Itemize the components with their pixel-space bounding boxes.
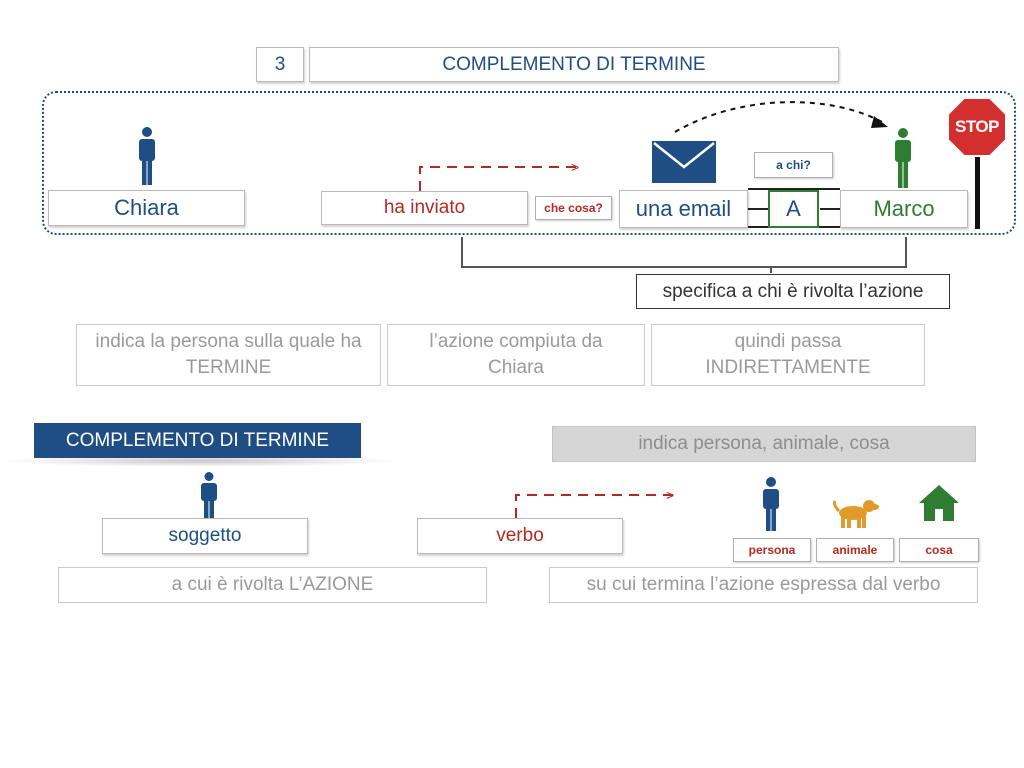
category-cosa: cosa bbox=[899, 538, 979, 562]
curved-dashed-arrow bbox=[674, 101, 888, 133]
stop-sign-label: STOP bbox=[955, 117, 999, 136]
slide-number: 3 bbox=[256, 47, 304, 82]
scope-bracket bbox=[461, 237, 907, 273]
question-a-chi: a chi? bbox=[754, 152, 833, 178]
subject-box: soggetto bbox=[102, 518, 308, 554]
verb-description: su cui termina l’azione espressa dal ver… bbox=[549, 567, 978, 603]
object-una-email: una email bbox=[619, 190, 748, 228]
question-che-cosa: che cosa? bbox=[535, 196, 612, 220]
subject-description: a cui è rivolta L’AZIONE bbox=[58, 567, 487, 603]
summary-shadow bbox=[0, 455, 400, 467]
explanation-box: specifica a chi è rivolta l’azione bbox=[636, 274, 950, 309]
slide-title: COMPLEMENTO DI TERMINE bbox=[309, 47, 839, 82]
person-icon bbox=[201, 472, 217, 520]
svg-text:>: > bbox=[571, 159, 579, 175]
verb-ha-inviato: ha inviato bbox=[321, 191, 528, 225]
subject-chiara: Chiara bbox=[48, 190, 245, 226]
note-box-1: indica la persona sulla quale ha TERMINE bbox=[76, 324, 381, 386]
house-icon bbox=[919, 485, 959, 521]
person-icon bbox=[763, 477, 779, 531]
dog-icon bbox=[833, 500, 879, 528]
preposition-a: A bbox=[768, 190, 819, 228]
note-box-3: quindi passa INDIRETTAMENTE bbox=[651, 324, 925, 386]
category-persona: persona bbox=[733, 538, 811, 562]
note-box-2: l’azione compiuta da Chiara bbox=[387, 324, 645, 386]
verb-dashed-arrow: > bbox=[419, 159, 579, 191]
recipient-marco: Marco bbox=[840, 190, 968, 228]
indicates-box: indica persona, animale, cosa bbox=[552, 426, 976, 462]
envelope-icon bbox=[652, 141, 716, 183]
verb-dashed-arrow: > bbox=[515, 487, 675, 518]
stop-sign-icon bbox=[947, 97, 1007, 229]
summary-label: COMPLEMENTO DI TERMINE bbox=[34, 423, 361, 458]
svg-text:>: > bbox=[666, 487, 674, 503]
person-icon bbox=[139, 127, 155, 185]
example-frame bbox=[42, 91, 1016, 235]
category-animale: animale bbox=[816, 538, 894, 562]
person-icon bbox=[895, 128, 911, 188]
verb-box: verbo bbox=[417, 518, 623, 554]
